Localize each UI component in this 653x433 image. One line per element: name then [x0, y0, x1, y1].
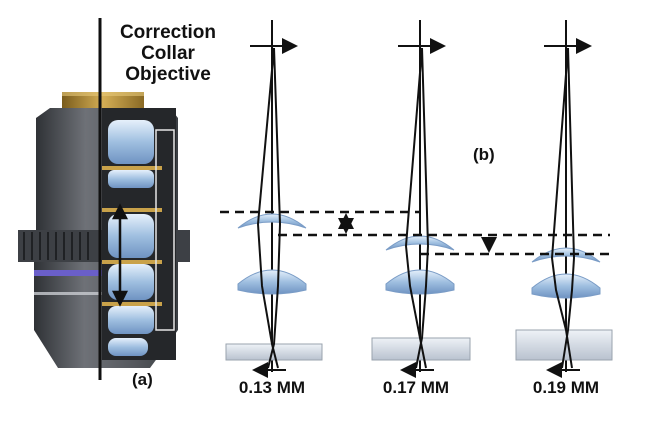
light-ray [256, 47, 279, 369]
fixed-lens [385, 269, 455, 295]
coverslip-thickness-label: 0.13 MM [238, 378, 306, 397]
coverslip-thickness-label: 0.17 MM [382, 378, 450, 397]
light-ray [561, 47, 576, 369]
lens-element [108, 170, 154, 188]
light-ray [404, 47, 427, 369]
figure-title-line2: Collar [141, 43, 195, 64]
movable-lens [531, 247, 601, 263]
lens-element [108, 306, 154, 334]
coverslip-thickness-label: 0.19 MM [532, 378, 600, 397]
movable-lens [385, 235, 455, 251]
fixed-lens [237, 269, 307, 295]
light-ray [267, 47, 282, 369]
movable-lens [237, 213, 307, 229]
light-ray [550, 47, 573, 369]
figure-title-line1: Correction [119, 22, 217, 43]
lens-movement-arrow [111, 203, 129, 307]
objective-illustration [18, 18, 190, 380]
lens-element [108, 214, 154, 258]
fixed-lens [531, 273, 601, 299]
panel-label-b: (b) [473, 145, 495, 164]
lens-element [108, 120, 154, 164]
light-ray [415, 47, 430, 369]
lens-element [108, 338, 148, 356]
ray-diagrams [220, 20, 613, 378]
figure-title-line3: Objective [125, 64, 211, 85]
panel-label-a: (a) [132, 370, 153, 389]
color-band [34, 270, 102, 276]
collar-knurling [23, 232, 89, 260]
